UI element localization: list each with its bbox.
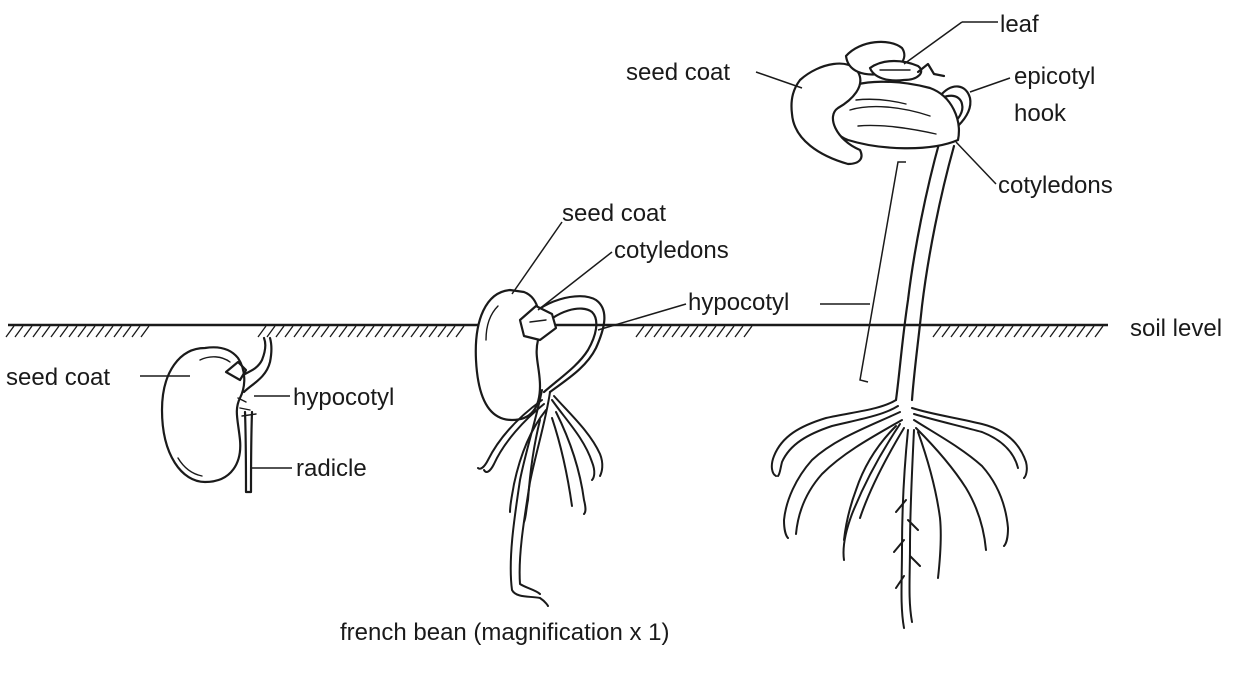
soil-hatch-mark bbox=[69, 326, 77, 337]
soil-hatch-mark bbox=[933, 326, 941, 337]
soil-hatch-mark bbox=[114, 326, 122, 337]
soil-hatch-mark bbox=[690, 326, 698, 337]
soil-hatch-mark bbox=[105, 326, 113, 337]
soil-hatch-mark bbox=[330, 326, 338, 337]
soil-hatch-mark bbox=[141, 326, 149, 337]
leader-leaf-b bbox=[904, 22, 962, 64]
soil-hatch-mark bbox=[258, 326, 266, 337]
soil-hatch-mark bbox=[438, 326, 446, 337]
soil-hatch-mark bbox=[1059, 326, 1067, 337]
hypocotyl-bracket bbox=[860, 162, 906, 382]
label-hypocotyl-shared: hypocotyl bbox=[688, 289, 789, 316]
soil-hatch-mark bbox=[6, 326, 14, 337]
soil-hatch-mark bbox=[681, 326, 689, 337]
soil-hatch-mark bbox=[60, 326, 68, 337]
label-hypocotyl-1: hypocotyl bbox=[293, 384, 394, 411]
soil-hatch-mark bbox=[654, 326, 662, 337]
leader-cotyledons-2 bbox=[538, 252, 612, 310]
label-epicotyl: epicotyl bbox=[1014, 63, 1095, 90]
soil-hatch-mark bbox=[267, 326, 275, 337]
seedling-stage-1 bbox=[162, 338, 272, 492]
soil-hatch-mark bbox=[339, 326, 347, 337]
soil-hatch-mark bbox=[1086, 326, 1094, 337]
soil-hatch-mark bbox=[285, 326, 293, 337]
soil-hatch-mark bbox=[87, 326, 95, 337]
soil-hatch-mark bbox=[132, 326, 140, 337]
leader-seed-coat-3 bbox=[756, 72, 802, 88]
label-hook: hook bbox=[1014, 100, 1067, 127]
soil-line bbox=[6, 325, 1108, 337]
soil-hatch-mark bbox=[402, 326, 410, 337]
soil-hatch-mark bbox=[411, 326, 419, 337]
soil-hatch-mark bbox=[996, 326, 1004, 337]
soil-hatch-mark bbox=[375, 326, 383, 337]
soil-hatch-mark bbox=[744, 326, 752, 337]
soil-hatch-mark bbox=[1068, 326, 1076, 337]
soil-hatch-mark bbox=[393, 326, 401, 337]
soil-hatch-mark bbox=[969, 326, 977, 337]
soil-hatch-mark bbox=[24, 326, 32, 337]
soil-hatch-mark bbox=[960, 326, 968, 337]
soil-hatch-mark bbox=[312, 326, 320, 337]
soil-hatch-mark bbox=[348, 326, 356, 337]
label-radicle: radicle bbox=[296, 455, 367, 482]
roots-stage-2 bbox=[478, 390, 602, 606]
soil-hatch-mark bbox=[1095, 326, 1103, 337]
soil-hatch-mark bbox=[366, 326, 374, 337]
soil-hatch-mark bbox=[294, 326, 302, 337]
soil-hatch-mark bbox=[447, 326, 455, 337]
soil-hatch-mark bbox=[987, 326, 995, 337]
soil-hatch-mark bbox=[699, 326, 707, 337]
soil-hatch-mark bbox=[1041, 326, 1049, 337]
roots-stage-3 bbox=[772, 400, 1027, 628]
soil-hatch-mark bbox=[384, 326, 392, 337]
leader-seed-coat-2 bbox=[512, 222, 562, 294]
soil-hatch-mark bbox=[1077, 326, 1085, 337]
label-leaf: leaf bbox=[1000, 11, 1039, 38]
soil-hatch-mark bbox=[15, 326, 23, 337]
soil-hatch-mark bbox=[42, 326, 50, 337]
label-seed-coat-2: seed coat bbox=[562, 200, 666, 227]
leader-cotyledons-3 bbox=[956, 142, 996, 184]
soil-hatch-mark bbox=[726, 326, 734, 337]
soil-hatch-mark bbox=[33, 326, 41, 337]
leader-epicotyl bbox=[970, 78, 1010, 92]
seedling-stage-2 bbox=[476, 290, 605, 606]
soil-hatch-mark bbox=[420, 326, 428, 337]
soil-hatch-mark bbox=[978, 326, 986, 337]
soil-hatch-mark bbox=[1014, 326, 1022, 337]
soil-hatch-mark bbox=[717, 326, 725, 337]
soil-hatch-mark bbox=[942, 326, 950, 337]
soil-hatch-mark bbox=[456, 326, 464, 337]
soil-hatch-mark bbox=[708, 326, 716, 337]
label-soil-level: soil level bbox=[1130, 315, 1222, 342]
soil-hatch-mark bbox=[303, 326, 311, 337]
soil-hatch-mark bbox=[672, 326, 680, 337]
soil-hatch-mark bbox=[357, 326, 365, 337]
soil-hatch-mark bbox=[951, 326, 959, 337]
soil-hatch-mark bbox=[1005, 326, 1013, 337]
soil-hatch-mark bbox=[1023, 326, 1031, 337]
soil-hatch-mark bbox=[78, 326, 86, 337]
soil-hatch-mark bbox=[429, 326, 437, 337]
soil-hatch-mark bbox=[636, 326, 644, 337]
soil-hatch-mark bbox=[1050, 326, 1058, 337]
label-seed-coat-1: seed coat bbox=[6, 364, 110, 391]
figure-caption: french bean (magnification x 1) bbox=[340, 619, 670, 646]
soil-hatch-mark bbox=[276, 326, 284, 337]
soil-hatch-mark bbox=[123, 326, 131, 337]
soil-hatch-mark bbox=[1032, 326, 1040, 337]
label-cotyledons-3: cotyledons bbox=[998, 172, 1113, 199]
soil-hatch-mark bbox=[51, 326, 59, 337]
soil-hatch-mark bbox=[735, 326, 743, 337]
label-seed-coat-3: seed coat bbox=[626, 59, 730, 86]
soil-hatch-mark bbox=[96, 326, 104, 337]
label-cotyledons-2: cotyledons bbox=[614, 237, 729, 264]
soil-hatch-mark bbox=[663, 326, 671, 337]
soil-hatch-mark bbox=[321, 326, 329, 337]
soil-hatch-mark bbox=[645, 326, 653, 337]
